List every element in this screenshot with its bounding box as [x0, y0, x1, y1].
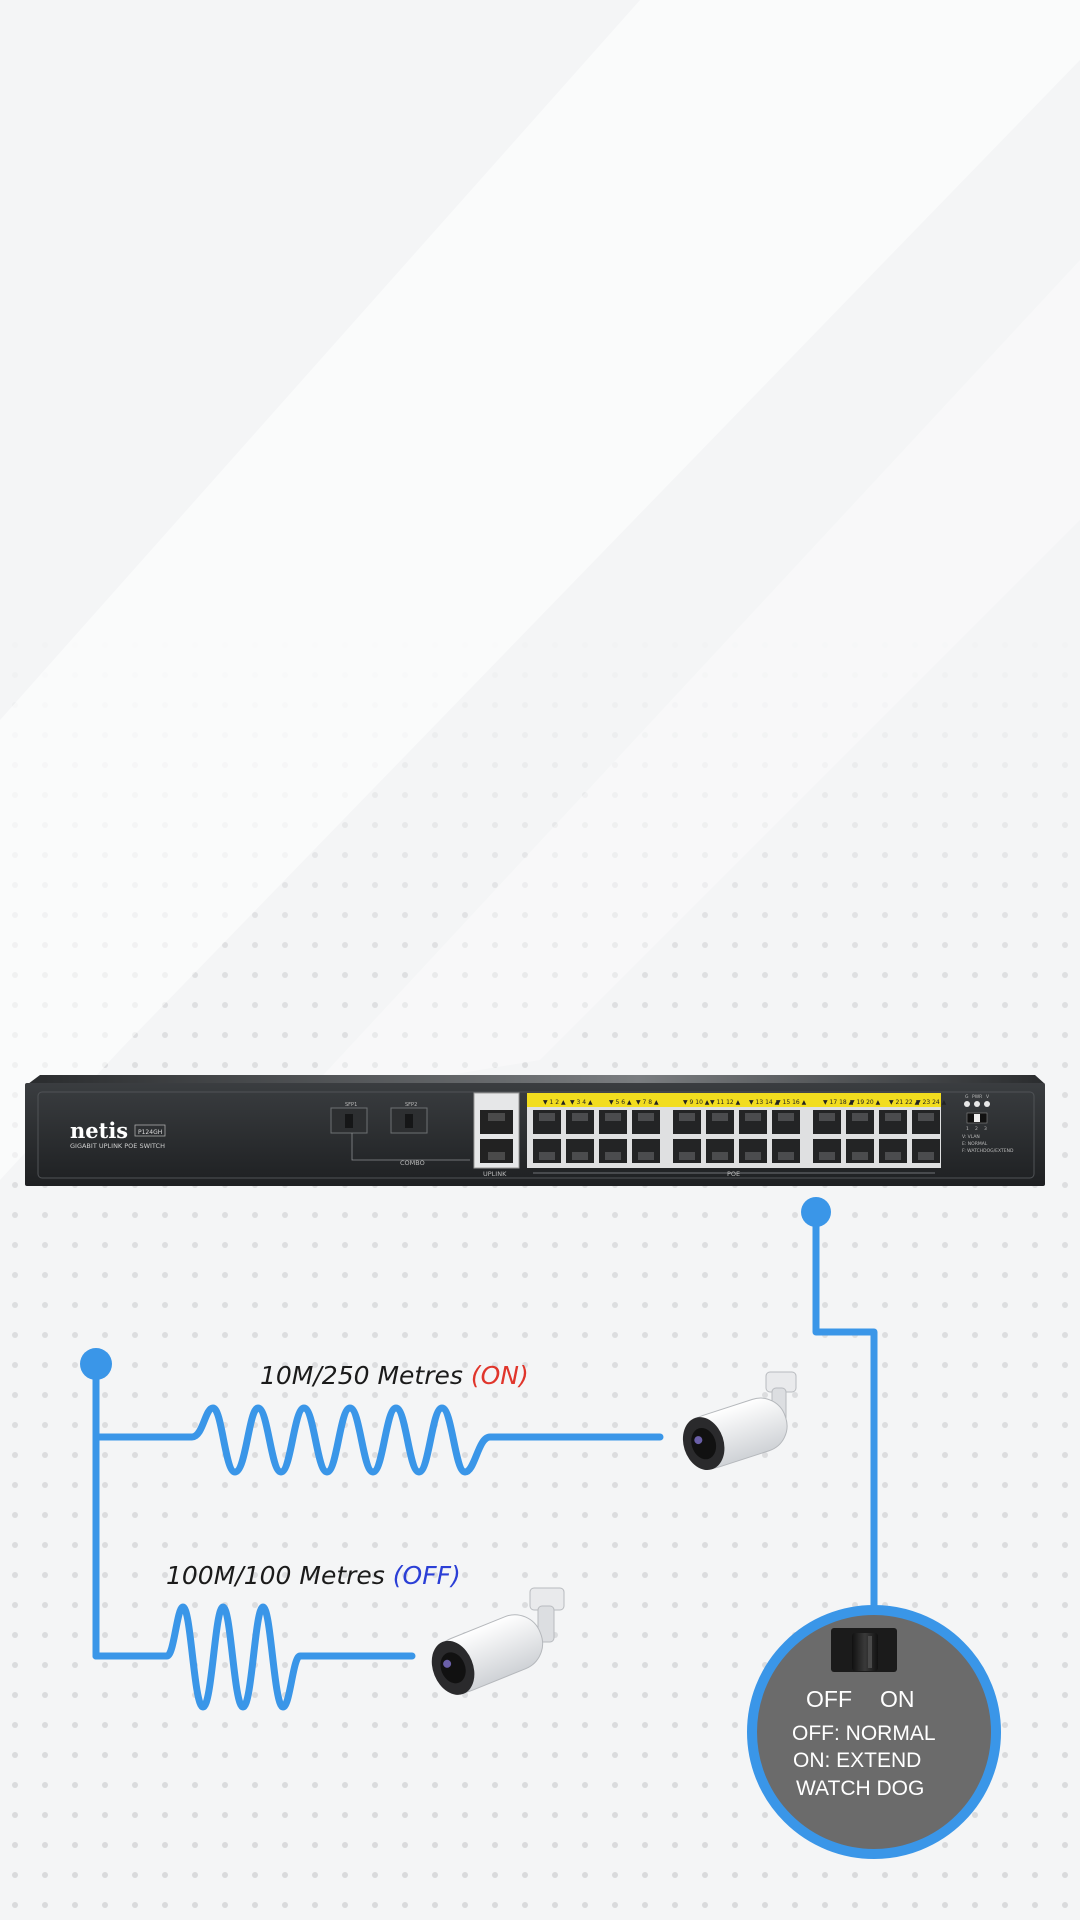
poe-label: POE	[727, 1170, 740, 1178]
port-group-label: ▼ 19 20 ▲	[850, 1099, 881, 1106]
callout-switch-knob	[852, 1633, 878, 1671]
port-group-label: ▼ 3 4 ▲	[570, 1099, 593, 1106]
extended-mode-state: (ON)	[471, 1361, 529, 1390]
led-pwr	[974, 1101, 980, 1107]
mode-line-1: V: VLAN	[962, 1134, 980, 1140]
port-group-label: ▼ 1 2 ▲	[543, 1099, 566, 1106]
normal-wave-line	[92, 1603, 416, 1711]
dip-label-3: 3	[984, 1126, 987, 1132]
led-label-g: G	[965, 1094, 969, 1100]
port-group-label: ▼ 5 6 ▲	[609, 1099, 632, 1106]
dip-switch-callout: OFF ON OFF: NORMAL ON: EXTEND WATCH DOG	[747, 1605, 1001, 1859]
port-group-label: ▼ 7 8 ▲	[636, 1099, 659, 1106]
led-label-pwr: PWR	[972, 1094, 982, 1100]
port-group-label: ▼ 9 10 ▲	[683, 1099, 710, 1106]
callout-line-normal: OFF: NORMAL	[792, 1722, 936, 1745]
brand-logo: netis	[70, 1118, 128, 1143]
callout-line-watchdog: WATCH DOG	[796, 1777, 924, 1800]
bus-line-dot	[80, 1348, 112, 1380]
dip-label-2: 2	[975, 1126, 978, 1132]
mode-line-2: E: NORMAL	[962, 1141, 988, 1147]
camera-icon-normal	[431, 1587, 565, 1695]
switch-to-callout-line	[812, 1208, 878, 1616]
callout-on-label: ON	[880, 1686, 915, 1712]
extended-mode-label: 10M/250 Metres (ON)	[260, 1361, 529, 1390]
port-group-label: ▼ 21 22 ▲	[889, 1099, 920, 1106]
combo-label: COMBO	[400, 1159, 425, 1167]
normal-mode-state: (OFF)	[393, 1561, 461, 1590]
callout-line-extend: ON: EXTEND	[793, 1749, 921, 1772]
callout-off-label: OFF	[806, 1686, 852, 1712]
port-group-label: ▼ 17 18 ▲	[823, 1099, 854, 1106]
led-g	[964, 1101, 970, 1107]
led-v	[984, 1101, 990, 1107]
callout-line-dot	[801, 1197, 831, 1227]
port-group-label: ▼ 23 24 ▲	[916, 1099, 947, 1106]
poe-label-strip	[527, 1093, 941, 1107]
switch-subtitle: GIGABIT UPLINK POE SWITCH	[70, 1142, 165, 1150]
poe-switch: netis P124GH GIGABIT UPLINK POE SWITCH S…	[25, 1075, 1045, 1186]
poe-port-grid: ▼ 1 2 ▲ ▼ 5 6 ▲ ▼ 9 10 ▲ ▼ 13 14 ▲ ▼ 17 18 ▲…	[533, 1099, 947, 1163]
sfp2-label: SFP2	[405, 1102, 417, 1108]
dip-label-1: 1	[966, 1126, 969, 1132]
led-label-v: V	[986, 1094, 990, 1100]
port-group-label: ▼ 11 12 ▲	[710, 1099, 741, 1106]
port-group-label: ▼ 13 14 ▲	[749, 1099, 780, 1106]
camera-icon-extended	[682, 1371, 797, 1471]
mode-line-3: F: WATCHDOG/EXTEND	[962, 1148, 1014, 1154]
normal-mode-label: 100M/100 Metres (OFF)	[166, 1561, 461, 1590]
uplink-label: UPLINK	[483, 1170, 507, 1178]
connection-lines	[92, 1208, 878, 1711]
model-label: P124GH	[138, 1129, 162, 1136]
extended-wave-line	[92, 1404, 664, 1476]
sfp1-label: SFP1	[345, 1102, 357, 1108]
port-group-label: ▼ 15 16 ▲	[776, 1099, 807, 1106]
